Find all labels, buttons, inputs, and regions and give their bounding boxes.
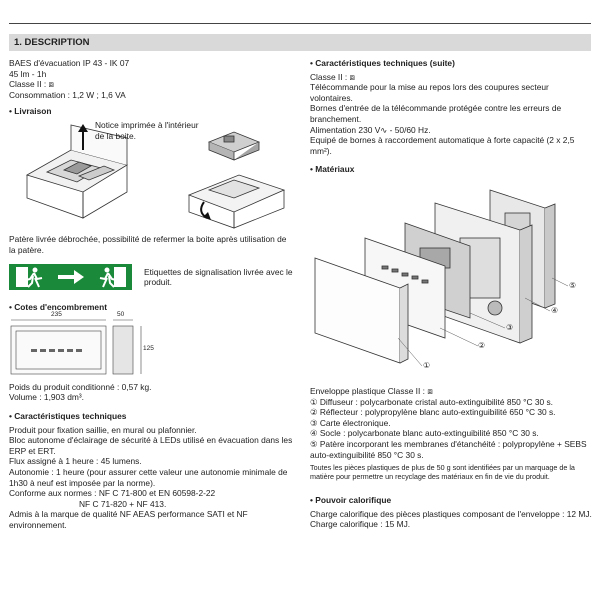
intro-line: BAES d'évacuation IP 43 - IK 07 xyxy=(9,58,130,68)
materiaux-line: ④ Socle : polycarbonate blanc auto-extin… xyxy=(310,428,539,439)
suite-line: Classe II : ⧈ xyxy=(310,71,355,82)
carac-line: Admis à la marque de qualité NF AEAS per… xyxy=(9,509,248,530)
top-rule xyxy=(9,23,591,24)
callout-1: ① xyxy=(423,360,431,370)
caracteristiques-heading: • Caractéristiques techniques xyxy=(9,410,127,421)
intro-line: 45 lm - 1h xyxy=(9,68,47,79)
dimensions-figure: 235 50 125 xyxy=(9,311,294,378)
callout-3: ③ xyxy=(506,322,514,332)
suite-line: Bornes d'entrée de la télécommande proté… xyxy=(310,103,562,124)
exploded-view-figure: ① ② ③ ④ ⑤ xyxy=(310,178,592,386)
suite-line: Télécommande pour la mise au repos lors … xyxy=(310,82,549,103)
materiaux-line: ② Réflecteur : polypropylène blanc auto-… xyxy=(310,407,556,418)
carac-line: Produit pour fixation saillie, en mural … xyxy=(9,424,197,435)
running-man-icon xyxy=(99,267,126,288)
materiaux-line: Enveloppe plastique Classe II : ⧈ xyxy=(310,385,433,396)
carac-line: Autonomie : 1 heure (pour assurer cette … xyxy=(9,466,288,488)
notice-label: Notice imprimée à l'intérieur de la boit… xyxy=(95,119,199,141)
intro-line: Consommation : 1,2 W ; 1,6 VA xyxy=(9,89,126,100)
pouvoir-heading: • Pouvoir calorifique xyxy=(310,495,392,506)
materiaux-line: ③ Carte électronique. xyxy=(310,417,391,428)
carac-line: Bloc autonome d'éclairage de sécurité à … xyxy=(9,435,293,456)
packaging-illustration xyxy=(25,123,286,229)
materiaux-line: ① Diffuseur : polycarbonate cristal auto… xyxy=(310,396,554,407)
right-column: • Caractéristiques techniques (suite) Cl… xyxy=(310,58,592,530)
materiaux-note: Toutes les pièces plastiques de plus de … xyxy=(310,463,575,482)
carac-line: NF C 71-820 + NF 413. xyxy=(79,498,167,509)
exploded-view-illustration xyxy=(314,189,569,367)
callout-5: ⑤ xyxy=(569,280,577,290)
dimension-drawing xyxy=(10,319,142,375)
signage-row: Etiquettes de signalisation livrée avec … xyxy=(9,264,294,291)
left-column: BAES d'évacuation IP 43 - IK 07 45 lm - … xyxy=(9,58,294,530)
pouvoir-text: Charge calorifique des pièces plastiques… xyxy=(310,508,592,530)
livraison-caption: Patère livrée débrochée, possibilité de … xyxy=(9,233,287,255)
running-man-icon xyxy=(15,267,42,288)
suite-heading: • Caractéristiques techniques (suite) xyxy=(310,58,455,68)
suite-line: Equipé de bornes à raccordement automati… xyxy=(310,135,575,156)
arrow-right-icon xyxy=(57,270,84,285)
dim-depth: 50 xyxy=(117,310,125,318)
signage-caption: Etiquettes de signalisation livrée avec … xyxy=(144,266,293,288)
callout-2: ② xyxy=(478,340,486,350)
exit-sign-label xyxy=(9,264,132,291)
dim-height: 125 xyxy=(143,344,154,352)
cotes-heading: • Cotes d'encombrement xyxy=(9,302,107,313)
cotes-line: Volume : 1,903 dm³. xyxy=(9,392,84,403)
intro-line: Classe II : ⧈ xyxy=(9,79,54,90)
livraison-figure: Notice imprimée à l'intérieur de la boit… xyxy=(9,120,294,230)
cotes-line: Poids du produit conditionné : 0,57 kg. xyxy=(9,381,152,392)
suite-line: Alimentation 230 V∿ - 50/60 Hz. xyxy=(310,124,431,135)
materiaux-heading: • Matériaux xyxy=(310,164,355,175)
callout-4: ④ xyxy=(551,305,559,315)
materiaux-line: ⑤ Patère incorporant les membranes d'éta… xyxy=(310,438,587,460)
carac-line: Flux assigné à 1 heure : 45 lumens. xyxy=(9,456,142,467)
carac-line: Conforme aux normes : NF C 71-800 et EN … xyxy=(9,488,216,499)
section-header: 1. DESCRIPTION xyxy=(9,34,591,51)
dim-width: 235 xyxy=(51,310,62,318)
livraison-heading: • Livraison xyxy=(9,106,52,117)
